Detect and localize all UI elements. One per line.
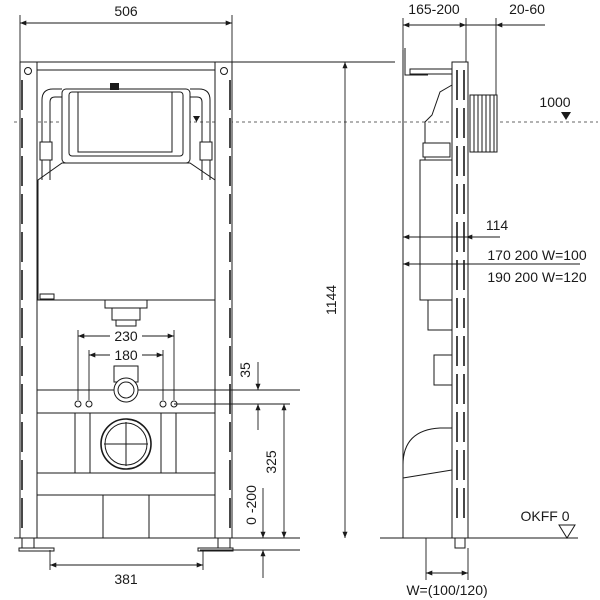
side-cistern (419, 159, 453, 301)
dim-165-200: 165-200 (408, 1, 460, 17)
dim-180: 180 (114, 347, 138, 363)
flush-opening (61, 88, 191, 164)
top-rail (36, 61, 216, 71)
side-frame (451, 61, 469, 539)
dim-381: 381 (114, 571, 138, 587)
cistern (37, 162, 216, 301)
drain-elbow (402, 427, 453, 539)
dim-506: 506 (114, 3, 138, 19)
level-marker-icon (561, 112, 571, 120)
dim-325: 325 (263, 450, 279, 474)
side-dimensions: 165-200 20-60 1000 114 170 200 W=100 190… (402, 1, 587, 598)
option-w120: 190 200 W=120 (487, 269, 586, 285)
floor-marker-icon (558, 524, 576, 539)
front-view (14, 61, 300, 552)
dim-230: 230 (114, 328, 138, 344)
dim-114: 114 (486, 217, 509, 233)
side-view (380, 48, 578, 549)
drain-outlet (100, 418, 152, 470)
dim-w: W=(100/120) (406, 582, 487, 598)
dim-1144: 1144 (323, 285, 339, 315)
option-w100: 170 200 W=100 (487, 247, 586, 263)
dim-35: 35 (237, 362, 253, 378)
left-foot (18, 547, 55, 552)
dim-20-60: 20-60 (509, 1, 545, 17)
dim-0-200: 0 -200 (243, 485, 259, 525)
level-1000-label: 1000 (539, 94, 570, 110)
front-dimensions: 506 1144 230 180 35 325 0 -200 381 (19, 3, 395, 587)
okff-label: OKFF 0 (520, 508, 569, 524)
